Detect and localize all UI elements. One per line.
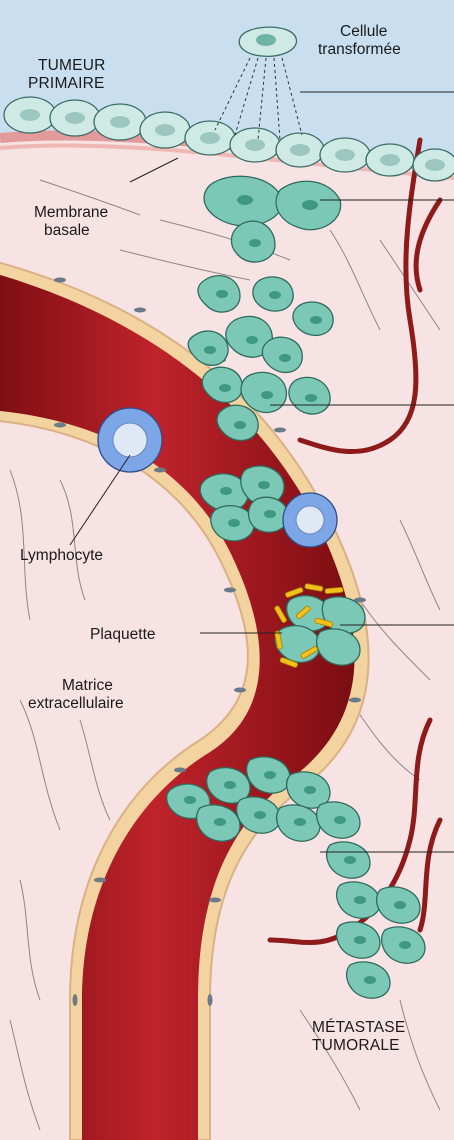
- label-tumeur-primaire-1: TUMEUR: [38, 57, 106, 74]
- transformed-cell: [239, 27, 296, 56]
- label-cellule-2: transformée: [318, 41, 401, 58]
- circulating-tumor-cluster: [200, 466, 288, 541]
- label-lymphocyte: Lymphocyte: [20, 547, 103, 564]
- label-matrice-2: extracellulaire: [28, 695, 124, 712]
- label-tumeur-primaire-2: PRIMAIRE: [28, 75, 105, 92]
- label-metastase-2: TUMORALE: [312, 1037, 400, 1054]
- label-matrice-1: Matrice: [62, 677, 113, 694]
- label-plaquette: Plaquette: [90, 626, 156, 643]
- label-cellule-1: Cellule: [340, 23, 387, 40]
- label-metastase-1: MÉTASTASE: [312, 1019, 405, 1036]
- label-membrane-1: Membrane: [34, 204, 108, 221]
- label-membrane-2: basale: [44, 222, 90, 239]
